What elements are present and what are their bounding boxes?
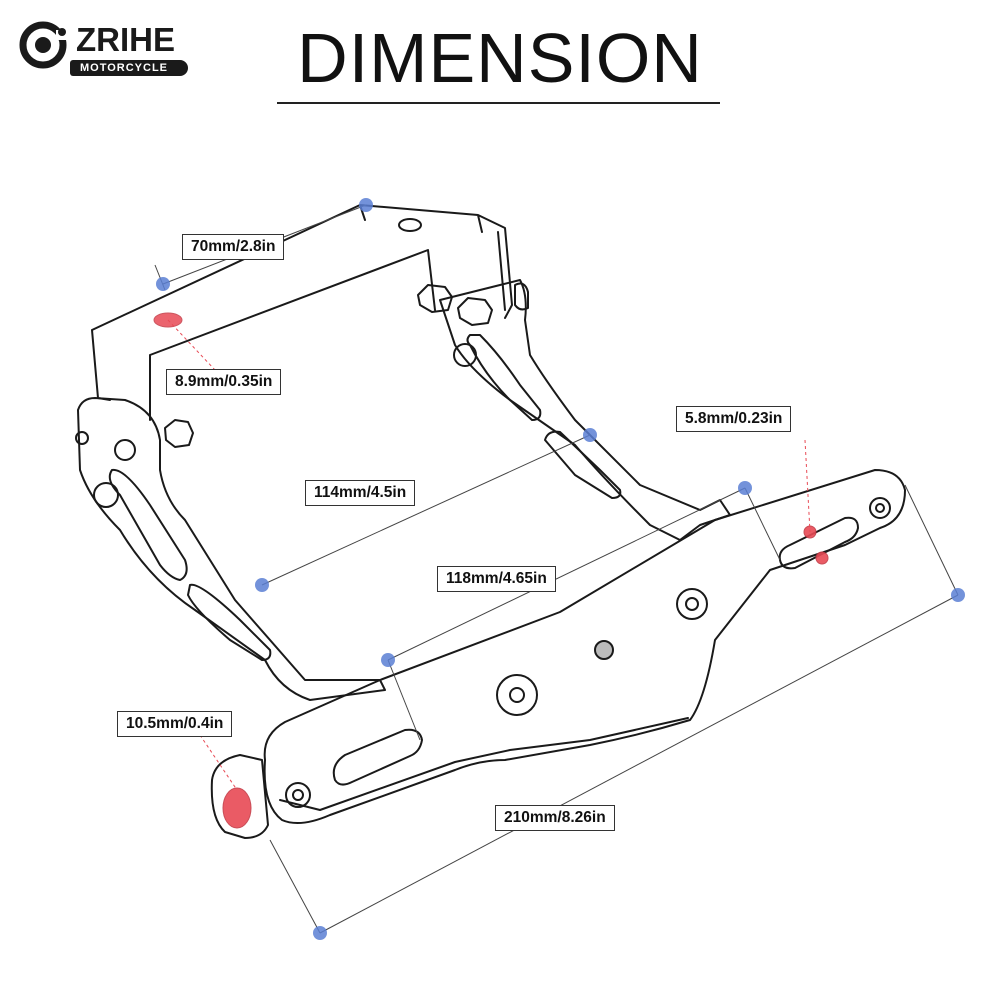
- dim-point-1: [359, 198, 373, 212]
- brand-logo: ZRIHE MOTORCYCLE: [18, 18, 188, 84]
- left-arm-hole-2: [93, 482, 119, 508]
- plate-bar-inner: [279, 717, 689, 811]
- plate-left-slot: [332, 728, 423, 786]
- dim-line-plate-r: [904, 484, 959, 596]
- dim-line-plate: [319, 594, 959, 934]
- left-arm-hole: [114, 439, 136, 461]
- leader-side-hole: [199, 734, 238, 791]
- logo-ring-icon: [19, 21, 67, 69]
- plate-bolt-end-inner: [875, 503, 885, 513]
- dim-line-depth-b: [387, 487, 746, 661]
- dim-line-plate-l: [269, 839, 321, 934]
- title-underline: [277, 102, 720, 104]
- highlight-slot-b: [815, 551, 829, 565]
- plate-bolt-mid-inner: [509, 687, 525, 703]
- right-arm-slot-2: [544, 430, 622, 499]
- logo-brand-text: ZRIHE: [76, 21, 175, 58]
- dim-label-plate-length: 210mm/8.26in: [495, 805, 615, 831]
- right-arm-hole: [453, 343, 477, 367]
- left-arm-slot-2: [187, 583, 272, 661]
- dim-line-arm: [261, 434, 591, 586]
- nut-3: [164, 419, 194, 448]
- dim-point-2: [156, 277, 170, 291]
- page-title: DIMENSION: [297, 19, 703, 97]
- dim-point-8: [313, 926, 327, 940]
- right-arm-bolt: [514, 282, 529, 311]
- dim-point-7: [951, 588, 965, 602]
- leader-slot: [804, 439, 811, 533]
- dim-line-depth-c: [744, 487, 781, 561]
- plate-bar: [263, 469, 906, 825]
- logo-subtitle-text: MOTORCYCLE: [80, 62, 169, 74]
- left-arm-slot: [108, 468, 188, 581]
- plate-bolt-left: [285, 782, 311, 808]
- nut-2: [457, 297, 493, 326]
- plate-bolt-mid: [496, 674, 538, 716]
- dim-point-5: [738, 481, 752, 495]
- top-hole: [398, 218, 422, 232]
- dim-point-6: [381, 653, 395, 667]
- side-spacer: [210, 754, 269, 839]
- logo-subtitle-bar: [70, 60, 188, 76]
- top-frame-inner: [149, 231, 506, 421]
- dim-label-mount-hole: 8.9mm/0.35in: [166, 369, 282, 395]
- dim-label-slot-width: 5.8mm/0.23in: [676, 406, 792, 432]
- left-arm-bolt: [75, 431, 89, 445]
- left-arm: [77, 397, 386, 701]
- dim-point-3: [583, 428, 597, 442]
- plate-pin: [594, 640, 614, 660]
- plate-bolt-right-inner: [685, 597, 699, 611]
- right-arm-slot: [466, 334, 542, 421]
- plate-right-slot: [778, 516, 859, 570]
- nut-1: [417, 284, 453, 313]
- dim-label-arm-length: 114mm/4.5in: [305, 480, 416, 506]
- dim-label-top-width: 70mm/2.8in: [182, 234, 285, 260]
- dim-label-bracket-depth: 118mm/4.65in: [437, 566, 556, 592]
- highlight-side-hole: [222, 787, 252, 829]
- top-frame: [91, 204, 513, 401]
- plate-bolt-left-inner: [292, 789, 304, 801]
- plate-bolt-right: [676, 588, 708, 620]
- plate-bolt-end: [869, 497, 891, 519]
- dim-point-4: [255, 578, 269, 592]
- dim-label-side-hole: 10.5mm/0.4in: [117, 711, 233, 737]
- dim-line-depth-a: [387, 659, 421, 741]
